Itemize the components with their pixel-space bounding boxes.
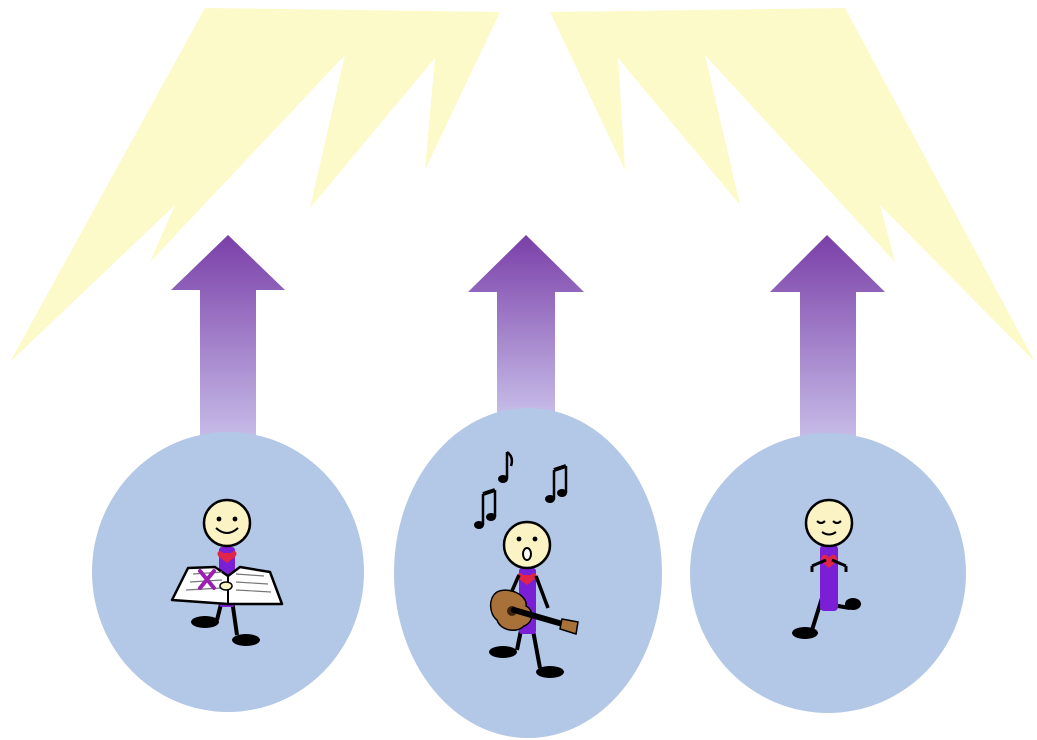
praying-hands-icon bbox=[810, 554, 848, 572]
light-rays bbox=[10, 8, 1035, 362]
stick-figure-kneeling-praying bbox=[792, 498, 861, 639]
light-ray-right bbox=[550, 8, 1035, 362]
guitar-icon bbox=[489, 589, 579, 635]
arrow-middle bbox=[468, 235, 584, 420]
music-note-icon bbox=[545, 464, 568, 503]
light-ray-left bbox=[10, 8, 500, 362]
arrow-right bbox=[770, 235, 885, 445]
music-note-icon bbox=[498, 450, 514, 483]
music-note-icon bbox=[474, 488, 497, 529]
stick-figure-reading-bible bbox=[170, 498, 284, 646]
stick-figure-singing-with-guitar bbox=[474, 450, 579, 678]
arrow-left bbox=[171, 235, 285, 445]
open-bible-icon bbox=[170, 565, 284, 606]
